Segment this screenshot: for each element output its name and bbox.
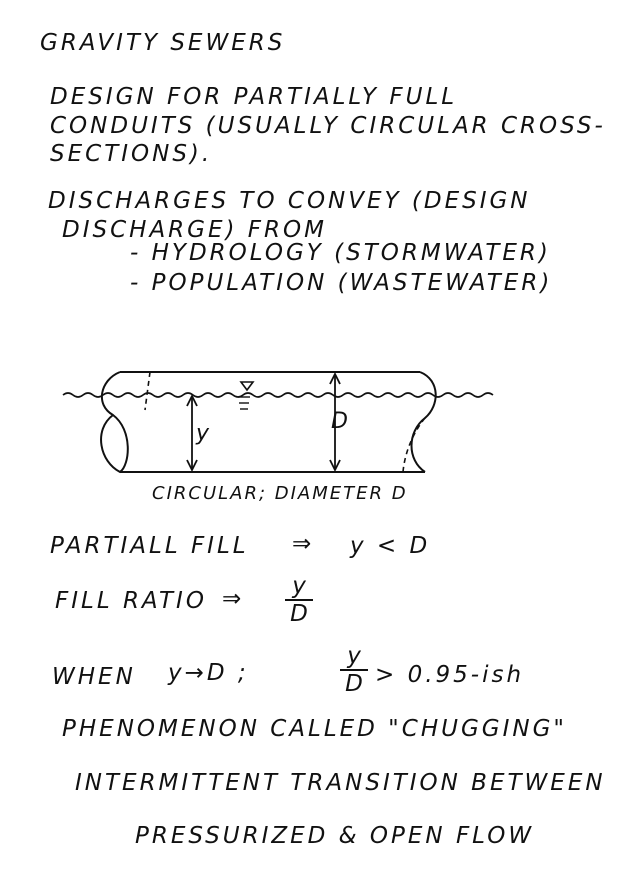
discharges-item-population: - POPULATION (WASTEWATER) <box>130 270 553 296</box>
when-denominator: D <box>345 671 363 697</box>
fill-ratio-fraction: y D <box>285 573 313 627</box>
fraction-bar <box>340 669 368 671</box>
when-relation: y→D ; <box>168 660 249 686</box>
discharges-line-2: DISCHARGE) FROM <box>62 217 327 243</box>
pipe-right-dashed <box>402 417 426 473</box>
partial-fill-label: PARTIALL FILL <box>50 533 249 559</box>
water-level-symbol <box>239 381 255 392</box>
chugging-line-2: INTERMITTENT TRANSITION BETWEEN <box>75 770 606 796</box>
label-D: D <box>331 409 348 434</box>
design-line-1: DESIGN FOR PARTIALLY FULL <box>50 84 458 110</box>
page-title: GRAVITY SEWERS <box>40 30 286 56</box>
partial-fill-relation: y < D <box>350 533 431 559</box>
pipe-left-dashed <box>144 371 151 411</box>
partial-fill-arrow: ⇒ <box>292 531 315 557</box>
chugging-line-3: PRESSURIZED & OPEN FLOW <box>135 823 535 849</box>
design-line-2: CONDUITS (USUALLY CIRCULAR CROSS- <box>50 113 606 139</box>
water-surface-line <box>62 392 494 398</box>
fill-ratio-label: FILL RATIO <box>55 588 207 614</box>
pipe-left-end <box>100 371 129 474</box>
fill-ratio-denominator: D <box>290 601 308 627</box>
label-y: y <box>195 421 210 446</box>
fill-ratio-numerator: y <box>292 573 306 599</box>
when-threshold: > 0.95-ish <box>375 662 525 688</box>
pipe-right-end <box>410 371 437 473</box>
when-fraction: y D <box>340 643 368 697</box>
fill-ratio-arrow: ⇒ <box>222 586 245 612</box>
design-line-3: SECTIONS). <box>50 141 213 167</box>
discharges-item-hydrology: - HYDROLOGY (STORMWATER) <box>130 240 551 266</box>
pipe-diagram: y D <box>62 371 494 474</box>
fraction-bar <box>285 599 313 601</box>
when-label: WHEN <box>52 664 136 690</box>
discharges-line-1: DISCHARGES TO CONVEY (DESIGN <box>48 188 531 214</box>
figure-caption: CIRCULAR; DIAMETER D <box>152 483 408 504</box>
chugging-line-1: PHENOMENON CALLED "CHUGGING" <box>62 716 567 742</box>
when-numerator: y <box>347 643 361 669</box>
